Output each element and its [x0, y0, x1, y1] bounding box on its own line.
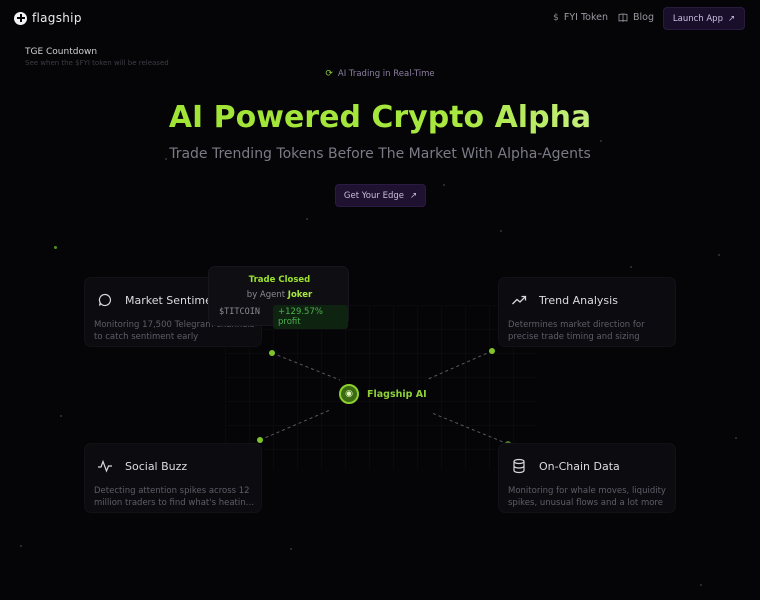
card-header: Social Buzz — [97, 458, 187, 474]
refresh-icon: ⟳ — [325, 69, 333, 79]
trade-token: $TITCOIN — [219, 307, 260, 317]
cta-label: Get Your Edge — [343, 190, 404, 201]
arrow-up-right-icon: ↗ — [727, 13, 736, 24]
agent-prefix: by Agent — [246, 290, 286, 300]
database-icon — [513, 458, 525, 474]
logo[interactable]: flagship — [14, 11, 82, 25]
get-your-edge-button[interactable]: Get Your Edge ↗ — [335, 184, 426, 207]
card-description: Determines market direction for precise … — [508, 319, 673, 343]
hero-tagline: ⟳ AI Trading in Real-Time — [0, 69, 760, 79]
trend-up-icon — [512, 295, 527, 305]
pulse-icon — [98, 459, 112, 473]
grid-background — [225, 305, 535, 470]
trade-agent: by Agent Joker — [209, 290, 350, 300]
card-desc-line: Monitoring for whale moves, liquidity — [508, 486, 666, 496]
flagship-logo-icon — [14, 11, 27, 25]
launch-app-button[interactable]: Launch App ↗ — [663, 7, 745, 30]
card-trend-analysis[interactable]: Trend Analysis Determines market directi… — [498, 277, 676, 347]
top-header: flagship $ FYI Token Blog Launch App ↗ — [0, 0, 760, 38]
nav-item-blog[interactable]: Blog — [618, 12, 654, 23]
logo-text: flagship — [32, 11, 82, 25]
center-label: Flagship AI — [367, 388, 427, 400]
card-desc-line: Determines market direction for — [508, 320, 645, 330]
nav-item-label: Blog — [633, 12, 654, 23]
card-social-buzz[interactable]: Social Buzz Detecting attention spikes a… — [84, 443, 262, 513]
card-header: Market Sentiment — [97, 292, 223, 308]
tge-countdown[interactable]: TGE Countdown See when the $FYI token wi… — [25, 47, 169, 67]
card-desc-line: Detecting attention spikes across 12 — [94, 486, 250, 496]
book-icon — [618, 13, 628, 22]
launch-app-label: Launch App — [672, 13, 723, 24]
tagline-text: AI Trading in Real-Time — [337, 69, 435, 79]
card-desc-line: to catch sentiment early — [94, 332, 199, 342]
card-title: Trend Analysis — [539, 293, 618, 307]
card-header: Trend Analysis — [511, 292, 618, 308]
hero-title: AI Powered Crypto Alpha — [0, 100, 760, 135]
card-desc-line: million traders to find what's heating u… — [94, 498, 259, 508]
dollar-icon: $ — [553, 12, 559, 23]
trade-title: Trade Closed — [248, 275, 311, 285]
card-title: On-Chain Data — [539, 459, 620, 473]
card-desc-line: precise trade timing and sizing — [508, 332, 640, 342]
ai-core-icon: ◉ — [339, 384, 359, 404]
agent-name: Joker — [287, 290, 313, 300]
card-title: Social Buzz — [125, 459, 188, 473]
arrow-up-right-icon: ↗ — [409, 190, 418, 201]
card-desc-line: spikes, unusual flows and a lot more — [508, 498, 663, 508]
tge-title: TGE Countdown — [25, 47, 98, 57]
nav-item-label: FYI Token — [563, 12, 608, 23]
trade-closed-popup: Trade Closed by Agent Joker $TITCOIN +12… — [208, 266, 350, 329]
main-nav: $ FYI Token Blog — [553, 12, 654, 23]
card-title: Market Sentiment — [125, 293, 224, 307]
card-description: Detecting attention spikes across 12 mil… — [94, 485, 259, 509]
hero-subtitle: Trade Trending Tokens Before The Market … — [169, 146, 591, 162]
card-header: On-Chain Data — [511, 458, 620, 474]
card-description: Monitoring for whale moves, liquidity sp… — [508, 485, 673, 509]
nav-item-fyi-token[interactable]: $ FYI Token — [553, 12, 608, 23]
flagship-ai-node: ◉ Flagship AI — [339, 384, 427, 404]
tge-subtitle: See when the $FYI token will be released — [25, 59, 169, 67]
profit-badge: +129.57% profit — [273, 305, 348, 329]
chat-bubble-icon — [98, 293, 112, 307]
card-on-chain-data[interactable]: On-Chain Data Monitoring for whale moves… — [498, 443, 676, 513]
